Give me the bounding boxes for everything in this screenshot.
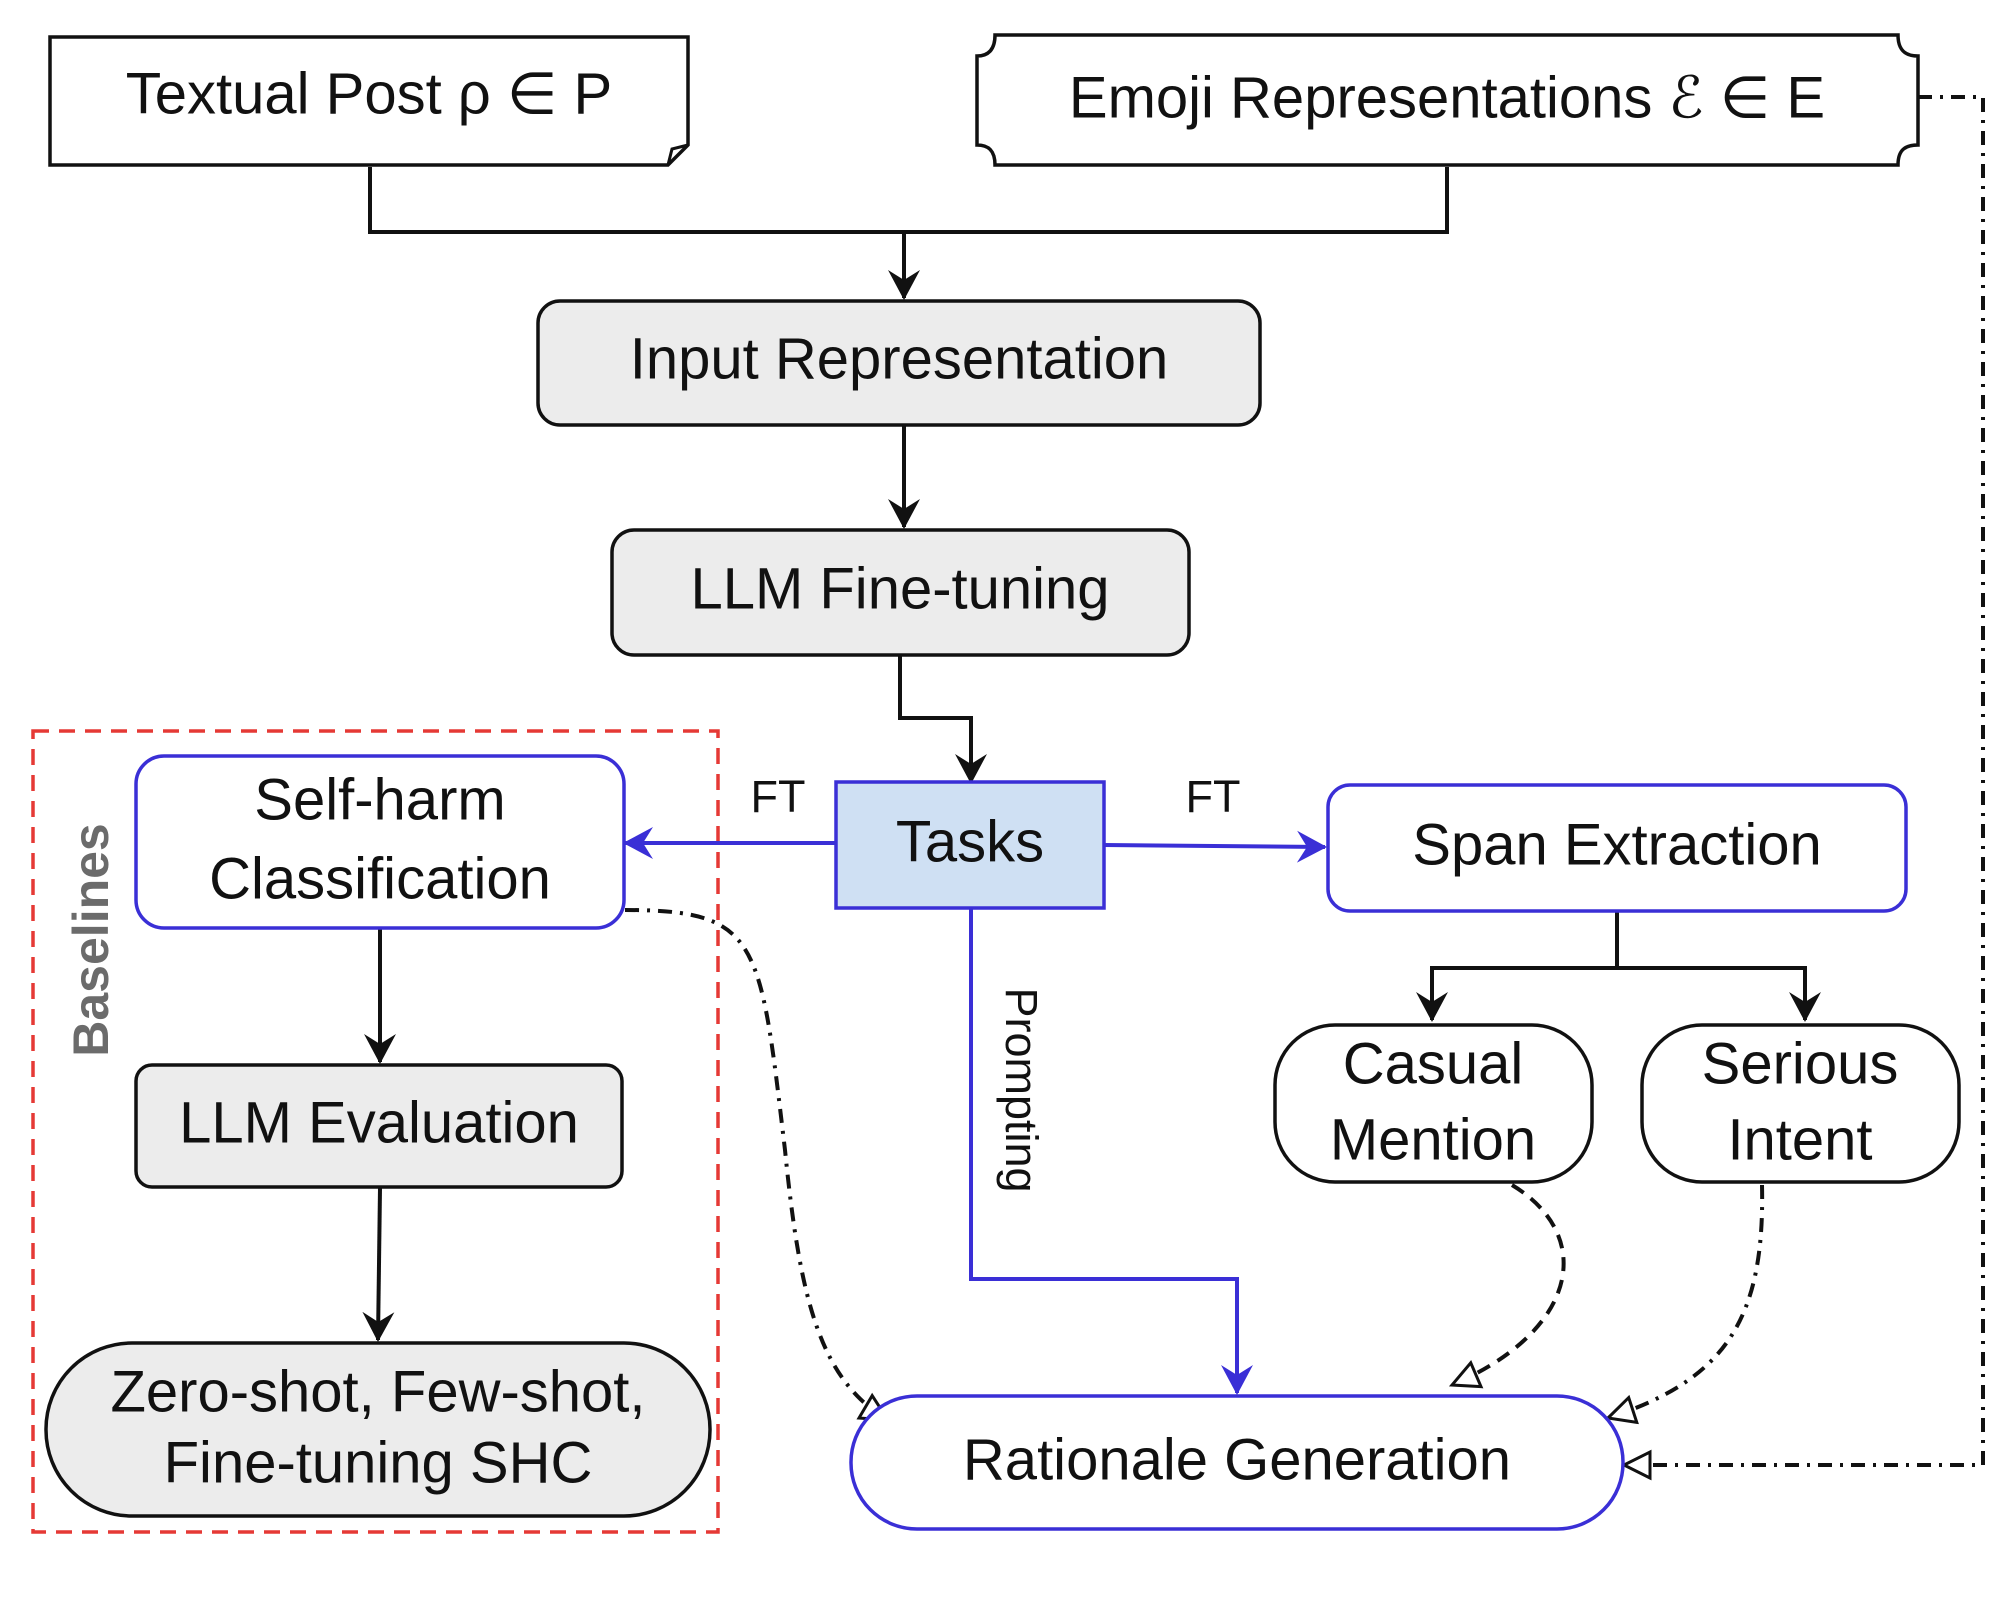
- node-tasks: Tasks: [834, 780, 1106, 910]
- node-serious-label-line2: Intent: [1727, 1107, 1872, 1172]
- node-span-extraction-label: Span Extraction: [1412, 812, 1821, 877]
- node-emoji-representations: Emoji Representations ℰ ∈ E: [975, 33, 1920, 167]
- node-zeroshot-label-line2: Fine-tuning SHC: [164, 1430, 593, 1495]
- node-textual-post-label: Textual Post ρ ∈ P: [126, 61, 613, 126]
- node-zeroshot-fewshot: Zero-shot, Few-shot, Fine-tuning SHC: [44, 1341, 712, 1518]
- edge-serious-to-rationale: [1604, 1184, 1765, 1425]
- edge-label-prompting: Prompting: [996, 987, 1047, 1192]
- edge-casual-to-rationale: [1448, 1183, 1566, 1389]
- edge-span-split: [1416, 912, 1619, 1022]
- node-tasks-label: Tasks: [896, 809, 1044, 874]
- edge-label-ft-left: FT: [751, 771, 806, 822]
- edge-finetuning-to-tasks: [898, 656, 987, 784]
- node-llm-finetuning: LLM Fine-tuning: [610, 528, 1191, 657]
- edge-label-ft-right: FT: [1186, 771, 1241, 822]
- edge-textual-post-merge: [368, 167, 1449, 234]
- node-rationale-generation-label: Rationale Generation: [963, 1427, 1511, 1492]
- node-emoji-representations-label: Emoji Representations ℰ ∈ E: [1069, 65, 1825, 130]
- edge-emoji-to-rationale: [1620, 95, 1985, 1481]
- node-serious-label-line1: Serious: [1702, 1031, 1899, 1096]
- node-casual-label-line1: Casual: [1343, 1031, 1524, 1096]
- node-casual-label-line2: Mention: [1330, 1107, 1536, 1172]
- edge-span-to-serious: [1617, 966, 1821, 1022]
- baselines-group-border: [31, 729, 720, 1534]
- edge-selfharm-to-rationale: [624, 908, 891, 1422]
- edge-tasks-to-rationale: [969, 908, 1253, 1395]
- node-llm-evaluation: LLM Evaluation: [134, 1063, 624, 1189]
- node-textual-post: Textual Post ρ ∈ P: [48, 35, 690, 167]
- node-serious-intent: Serious Intent: [1640, 1023, 1961, 1184]
- node-rationale-generation: Rationale Generation: [849, 1394, 1625, 1531]
- node-input-representation: Input Representation: [536, 299, 1262, 427]
- edge-evaluation-to-zeroshot: [362, 1187, 395, 1342]
- baselines-label: Baselines: [63, 823, 119, 1056]
- node-llm-evaluation-label: LLM Evaluation: [179, 1090, 579, 1155]
- node-selfharm-label-line1: Self-harm: [254, 767, 505, 832]
- node-selfharm-label-line2: Classification: [209, 846, 551, 911]
- node-zeroshot-label-line1: Zero-shot, Few-shot,: [110, 1359, 645, 1424]
- node-input-representation-label: Input Representation: [630, 326, 1168, 391]
- edge-tasks-to-span: [1103, 830, 1327, 863]
- node-llm-finetuning-label: LLM Fine-tuning: [690, 556, 1109, 621]
- node-casual-mention: Casual Mention: [1273, 1023, 1594, 1184]
- node-span-extraction: Span Extraction: [1326, 783, 1908, 913]
- node-selfharm-classification: Self-harm Classification: [134, 754, 626, 930]
